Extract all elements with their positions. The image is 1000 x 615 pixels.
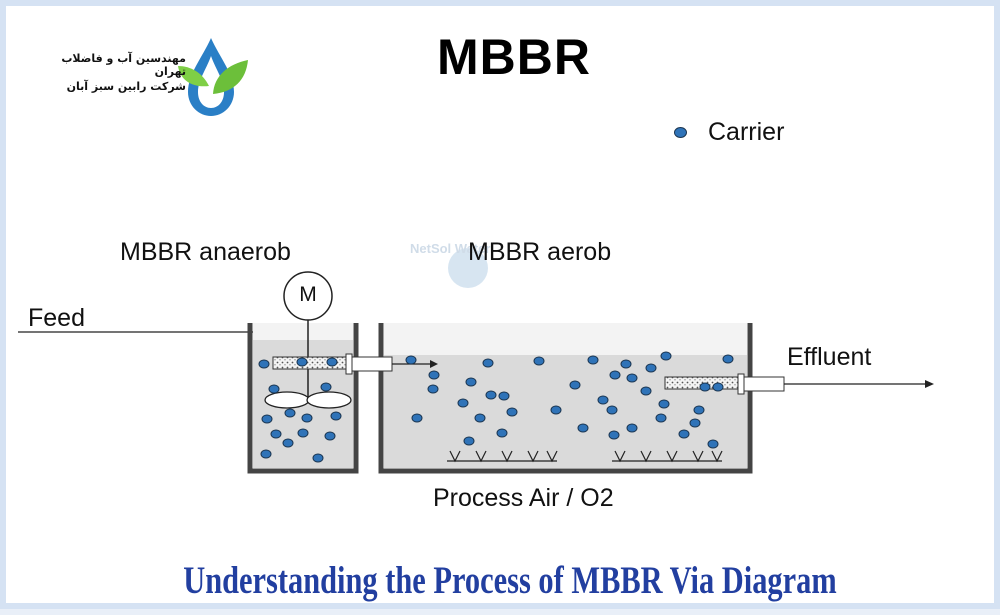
carrier-legend-icon [674, 127, 687, 138]
mixer-blade-right [306, 391, 352, 409]
motor-label: M [299, 283, 317, 306]
carriers-anaerobic [258, 357, 342, 463]
carriers-aerobic [405, 351, 734, 449]
logo-line-2: شرکت رابین سبز آبان [66, 80, 186, 93]
connecting-pipe [345, 353, 438, 375]
legend-label-carrier: Carrier [708, 118, 785, 146]
aerobic-tank [378, 323, 753, 474]
watermark-text: NetSol Water [410, 241, 490, 256]
company-logo: مهندسین آب و فاضلاب تهران شرکت رابین سبز… [54, 34, 264, 124]
watermark: NetSol Water [410, 241, 490, 288]
label-process-air: Process Air / O2 [433, 484, 614, 512]
logo-line-1: مهندسین آب و فاضلاب تهران [61, 52, 186, 78]
label-feed: Feed [28, 304, 85, 332]
label-mbbr-anaerob: MBBR anaerob [120, 238, 291, 266]
aerator-left [447, 450, 558, 463]
label-mbbr-aerob: MBBR aerob [468, 238, 612, 266]
diagram-caption: Understanding the Process of MBBR Via Di… [183, 559, 837, 602]
aerator-right [612, 450, 723, 463]
effluent-pipe [737, 373, 934, 395]
page-title: MBBR [437, 29, 591, 85]
mixer-blade-left [264, 391, 310, 409]
mbbr-diagram: NetSol Water [18, 38, 934, 474]
water-drop-leaf-icon [178, 38, 248, 116]
mixer-motor [264, 271, 352, 409]
label-effluent: Effluent [787, 343, 872, 371]
